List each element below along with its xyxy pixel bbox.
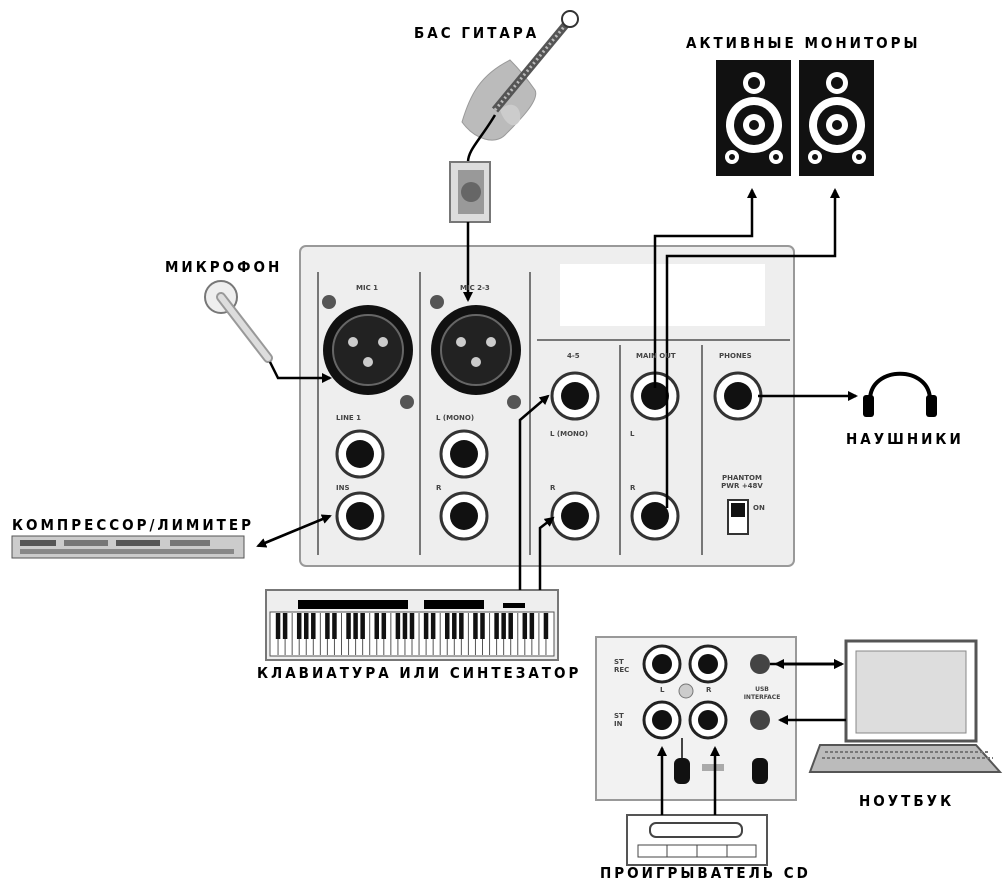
phantom-label: PHANTOM PWR +48V <box>721 474 763 490</box>
black-key <box>325 613 330 639</box>
knob-icon[interactable] <box>674 758 690 784</box>
st-l-label: L <box>660 686 665 694</box>
st-r-label: R <box>706 686 712 694</box>
xlr-mic2-jack[interactable] <box>431 305 521 395</box>
black-key <box>409 613 415 639</box>
microphone-icon <box>204 280 273 363</box>
xlr-mic1-jack[interactable] <box>323 305 413 395</box>
ch45-l-jack[interactable] <box>550 371 600 421</box>
black-key <box>353 613 358 639</box>
line1-jack[interactable] <box>335 429 385 479</box>
compressor-label: КОМПРЕССОР/ЛИМИТЕР <box>12 516 254 534</box>
main-out-l-label: L <box>630 430 635 438</box>
black-key <box>360 613 365 639</box>
black-key <box>332 613 337 639</box>
knob-icon[interactable] <box>752 758 768 784</box>
monitor-left-icon <box>716 60 791 176</box>
line1-label: LINE 1 <box>336 414 362 422</box>
usb-port-icon[interactable] <box>750 710 770 730</box>
black-key <box>494 613 499 639</box>
black-key <box>303 613 309 639</box>
black-key <box>346 613 351 639</box>
black-key <box>296 613 302 639</box>
cd-player-label: ПРОИГРЫВАТЕЛЬ CD <box>600 864 811 882</box>
mic2-label: MIC 2-3 <box>460 284 490 292</box>
keyboard-label: КЛАВИАТУРА ИЛИ СИНТЕЗАТОР <box>257 664 582 682</box>
black-key <box>423 613 429 639</box>
monitor-right-icon <box>799 60 874 176</box>
monitors-label: АКТИВНЫЕ МОНИТОРЫ <box>686 34 921 52</box>
black-key <box>480 613 485 639</box>
ch2-r-jack[interactable] <box>439 491 489 541</box>
bass-guitar-icon <box>461 10 579 141</box>
ch2-l-jack[interactable] <box>439 429 489 479</box>
screw-icon <box>400 395 414 409</box>
screw-icon <box>322 295 336 309</box>
black-key <box>402 613 408 639</box>
usb-label: USB INTERFACE <box>743 686 781 701</box>
st-in-label: ST IN <box>614 712 624 728</box>
black-key <box>459 613 464 639</box>
mixer-panel <box>299 245 795 567</box>
black-key <box>529 613 535 639</box>
compressor-rack-icon <box>11 535 245 559</box>
black-key <box>452 613 457 639</box>
st-rec-label: ST REC <box>614 658 630 674</box>
black-key <box>543 613 549 639</box>
bass-guitar-label: БАС ГИТАРА <box>414 24 540 42</box>
black-key <box>381 613 387 639</box>
black-key <box>444 613 450 639</box>
phones-label: PHONES <box>719 352 752 360</box>
ins-label: INS <box>336 484 350 492</box>
ch45-l-mono-label: L (MONO) <box>550 430 589 438</box>
black-key <box>275 613 281 639</box>
main-out-label: MAIN OUT <box>636 352 676 360</box>
black-key <box>374 613 380 639</box>
panel-blank-area <box>560 264 765 326</box>
black-key <box>501 613 506 639</box>
headphones-label: НАУШНИКИ <box>846 430 964 448</box>
black-key <box>473 613 478 639</box>
black-key <box>395 613 401 639</box>
laptop-label: НОУТБУК <box>859 792 955 810</box>
ch2-r-label: R <box>436 484 442 492</box>
black-key <box>311 613 316 639</box>
compressor-cable <box>256 514 332 548</box>
usb-port-icon[interactable] <box>750 654 770 674</box>
laptop-icon <box>808 639 1003 773</box>
black-key <box>508 613 513 639</box>
di-box-icon <box>449 161 491 223</box>
ins-jack[interactable] <box>335 491 385 541</box>
headphones-icon <box>863 371 937 417</box>
io-panel <box>595 636 797 801</box>
phantom-on-label: ON <box>753 504 765 512</box>
phones-jack[interactable] <box>713 371 763 421</box>
microphone-label: МИКРОФОН <box>165 258 283 276</box>
mic1-label: MIC 1 <box>356 284 379 292</box>
main-out-r-jack[interactable] <box>630 491 680 541</box>
black-key <box>522 613 528 639</box>
screw-icon <box>430 295 444 309</box>
ch45-r-label: R <box>550 484 556 492</box>
ch2-l-mono-label: L (MONO) <box>436 414 475 422</box>
ch45-r-jack[interactable] <box>550 491 600 541</box>
cd-player-icon <box>626 814 768 866</box>
connection-cables <box>268 188 858 815</box>
keyboard-icon <box>265 589 559 661</box>
black-key <box>282 613 288 639</box>
black-key <box>430 613 436 639</box>
screw-icon <box>507 395 521 409</box>
phantom-switch[interactable] <box>727 499 749 535</box>
ch45-label: 4-5 <box>567 352 580 360</box>
main-out-r-label: R <box>630 484 636 492</box>
